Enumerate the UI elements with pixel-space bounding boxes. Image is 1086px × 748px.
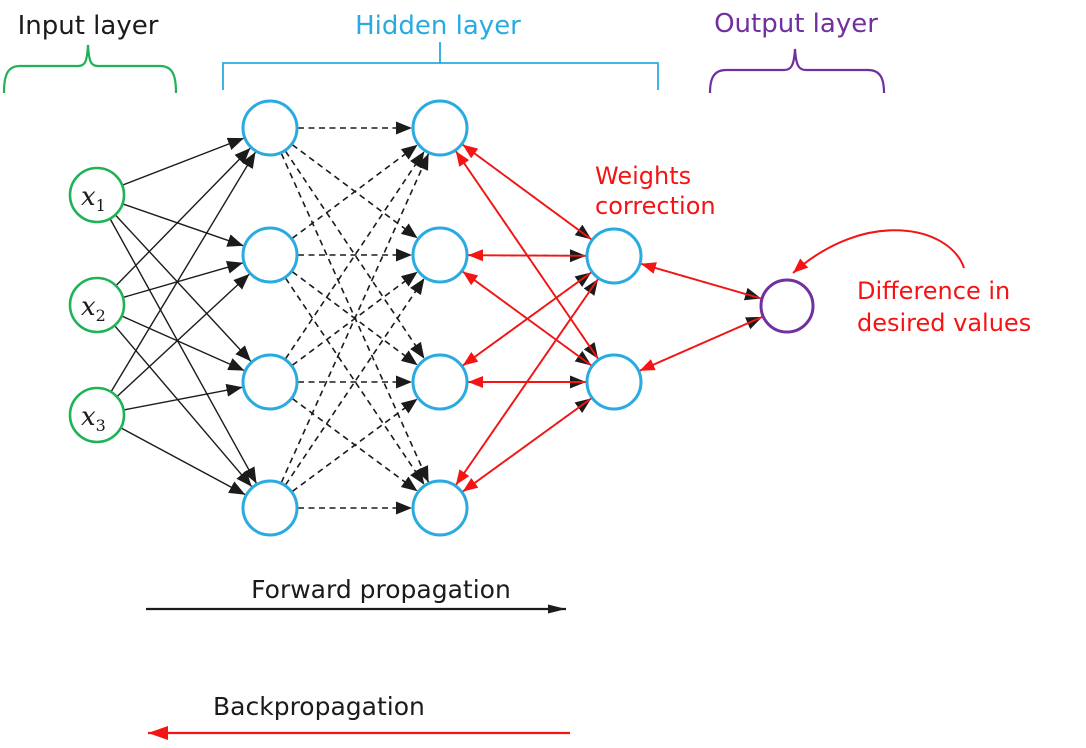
input-node <box>68 166 126 224</box>
edge-weight-correction <box>455 150 599 360</box>
hidden2-node <box>411 479 469 537</box>
edge-error-backprop <box>639 316 763 372</box>
weights-correction-label-line1: Weights <box>595 162 691 190</box>
hidden1-node <box>241 99 299 157</box>
hidden1-node <box>241 353 299 411</box>
edge-input-hidden1 <box>117 273 250 397</box>
edge-input-hidden1 <box>116 147 251 286</box>
input-node-label-x3: x3 <box>81 402 106 435</box>
preoutput-node <box>585 353 643 411</box>
edge-input-hidden1 <box>122 315 245 372</box>
difference-label-line1: Difference in <box>857 277 1010 305</box>
hidden-layer-bracket <box>222 42 659 90</box>
hidden2-node <box>411 99 469 157</box>
nodes <box>68 99 815 537</box>
difference-label-line2: desired values <box>857 309 1031 337</box>
hidden-layer-label: Hidden layer <box>355 11 521 41</box>
edge-input-hidden1 <box>121 427 246 496</box>
weights-correction-label-line2: correction <box>595 192 716 220</box>
edge-input-hidden1 <box>122 137 245 186</box>
input-node <box>68 276 126 334</box>
hidden1-node <box>241 479 299 537</box>
edge-hidden1-hidden2 <box>291 144 419 239</box>
forward-propagation-label: Forward propagation <box>251 575 511 604</box>
edge-weight-correction <box>462 270 592 367</box>
backpropagation-label: Backpropagation <box>213 692 425 721</box>
input-node-label-x2: x2 <box>81 292 106 325</box>
output-node <box>759 278 815 334</box>
input-node <box>68 386 126 444</box>
input-layer-brace <box>2 44 178 94</box>
edge-input-hidden1 <box>110 151 257 392</box>
output-layer-label: Output layer <box>714 9 878 39</box>
edge-input-hidden1 <box>124 383 243 411</box>
edge-input-hidden1 <box>123 203 244 247</box>
input-node-label-x1: x1 <box>81 182 106 215</box>
hidden1-node <box>241 226 299 284</box>
difference-feedback-arrow <box>792 229 965 274</box>
hidden2-node <box>411 353 469 411</box>
edge-input-hidden1 <box>123 260 244 298</box>
edge-hidden1-hidden2 <box>280 153 430 483</box>
edge-input-hidden1 <box>114 325 253 488</box>
edge-weight-correction <box>462 143 592 241</box>
edge-input-hidden1 <box>115 215 252 362</box>
hidden2-node <box>411 226 469 284</box>
edge-weight-correction <box>462 397 592 493</box>
edge-error-backprop <box>640 262 762 300</box>
edge-hidden1-hidden2 <box>292 398 418 492</box>
input-layer-label: Input layer <box>18 11 159 41</box>
edge-input-hidden1 <box>109 219 258 484</box>
connections <box>109 121 763 515</box>
preoutput-node <box>585 227 643 285</box>
output-layer-brace <box>708 48 886 94</box>
